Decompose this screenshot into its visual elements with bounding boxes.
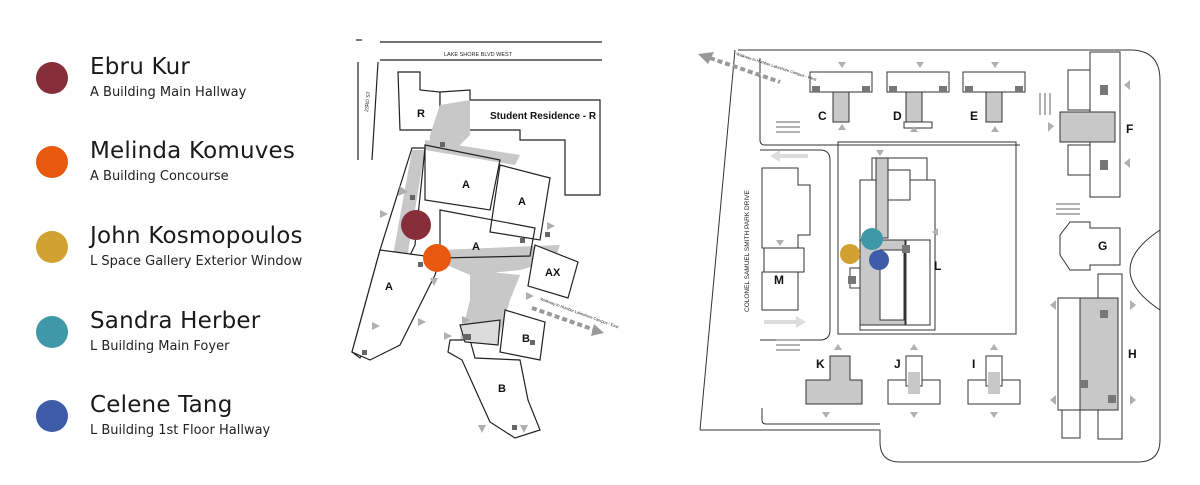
marker-sandra-herber	[861, 228, 883, 250]
building-label: B	[498, 383, 506, 395]
marker-ebru-kur	[401, 210, 431, 240]
road-edge	[760, 149, 831, 341]
corridor	[425, 140, 520, 165]
building-label: K	[816, 357, 825, 371]
marker-dot-icon	[36, 316, 68, 348]
person-location: L Building 1st Floor Hallway	[90, 423, 271, 438]
right-map-entrances	[776, 62, 1136, 418]
student-residence	[439, 89, 601, 196]
building-label: B	[522, 333, 530, 345]
buildings-bottom-row	[805, 355, 1021, 405]
legend-item: John Kosmopoulos L Space Gallery Exterio…	[36, 223, 336, 287]
marker-john-kosmopoulos	[840, 244, 860, 264]
courtyard	[837, 141, 1017, 335]
person-name: Sandra Herber	[90, 308, 261, 334]
building-label: M	[774, 273, 784, 287]
building-label: AX	[545, 267, 561, 279]
building-b	[499, 309, 546, 361]
person-location: L Building Main Foyer	[90, 339, 230, 354]
building-m	[761, 167, 811, 311]
person-location: A Building Main Hallway	[90, 85, 247, 100]
building-label: A	[518, 196, 526, 208]
marker-dot-icon	[36, 146, 68, 178]
walkway-label: Walkway to Humber Lakeshore Campus - Wes…	[736, 51, 818, 82]
walkway-west: Walkway to Humber Lakeshore Campus - Wes…	[698, 51, 818, 84]
street-label: 23RD ST	[364, 91, 372, 112]
marker-dot-icon	[36, 400, 68, 432]
building-label: I	[972, 357, 975, 371]
legend-item: Ebru Kur A Building Main Hallway	[36, 54, 336, 118]
person-location: L Space Gallery Exterior Window	[90, 254, 303, 269]
street-label: LAKE SHORE BLVD WEST	[444, 52, 513, 58]
road-edge	[1129, 229, 1161, 311]
road-edge	[759, 58, 780, 146]
road-edge	[761, 408, 880, 425]
marker-dot-icon	[36, 62, 68, 94]
left-map-entrances	[372, 186, 555, 433]
drive-arrows	[764, 150, 808, 328]
building-label: D	[893, 109, 902, 123]
building-label: J	[894, 357, 901, 371]
legend: Ebru Kur A Building Main Hallway Melinda…	[0, 0, 340, 485]
road-edge	[700, 49, 1161, 463]
building-a	[424, 144, 501, 211]
person-name: Celene Tang	[90, 392, 233, 418]
building-label: G	[1098, 239, 1107, 253]
marker-celene-tang	[869, 250, 889, 270]
building-h	[1057, 273, 1123, 440]
building-label: C	[818, 109, 827, 123]
building-label: E	[970, 109, 978, 123]
building-label: A	[462, 179, 470, 191]
building-f	[1059, 51, 1121, 198]
legend-item: Sandra Herber L Building Main Foyer	[36, 308, 336, 372]
marker-dot-icon	[36, 231, 68, 263]
person-name: John Kosmopoulos	[90, 223, 303, 249]
building-b-south	[447, 339, 541, 439]
person-location: A Building Concourse	[90, 169, 229, 184]
road-line	[357, 61, 379, 161]
building-g	[1059, 221, 1121, 271]
building-b-link	[459, 319, 501, 346]
building-a	[489, 164, 551, 241]
corridor	[440, 245, 560, 275]
corridor	[430, 100, 470, 150]
person-name: Ebru Kur	[90, 54, 191, 80]
building-label: F	[1126, 122, 1133, 136]
left-map-stairs	[362, 142, 550, 430]
building-a	[439, 209, 536, 259]
road-edge	[699, 49, 736, 431]
left-campus-map	[351, 39, 602, 439]
parking-marks	[776, 93, 1080, 351]
building-label: L	[934, 259, 941, 273]
building-label: A	[385, 281, 393, 293]
street-label: COLONEL SAMUEL SMITH PARK DRIVE	[744, 189, 751, 312]
person-name: Melinda Komuves	[90, 138, 296, 164]
building-label: R	[417, 108, 425, 120]
building-r	[397, 71, 441, 131]
buildings-top-row	[809, 71, 1026, 129]
right-campus-map	[699, 49, 1161, 463]
legend-item: Melinda Komuves A Building Concourse	[36, 138, 336, 202]
building-label: A	[472, 241, 480, 253]
marker-melinda-komuves	[423, 244, 451, 272]
corridor	[460, 270, 520, 340]
legend-item: Celene Tang L Building 1st Floor Hallway	[36, 392, 336, 456]
building-l	[848, 157, 936, 331]
walkway-east: Walkway to Humber Lakeshore Campus - Eas…	[531, 296, 620, 336]
building-label: H	[1128, 347, 1137, 361]
building-ax	[527, 244, 579, 299]
building-label: Student Residence - R	[490, 111, 597, 122]
